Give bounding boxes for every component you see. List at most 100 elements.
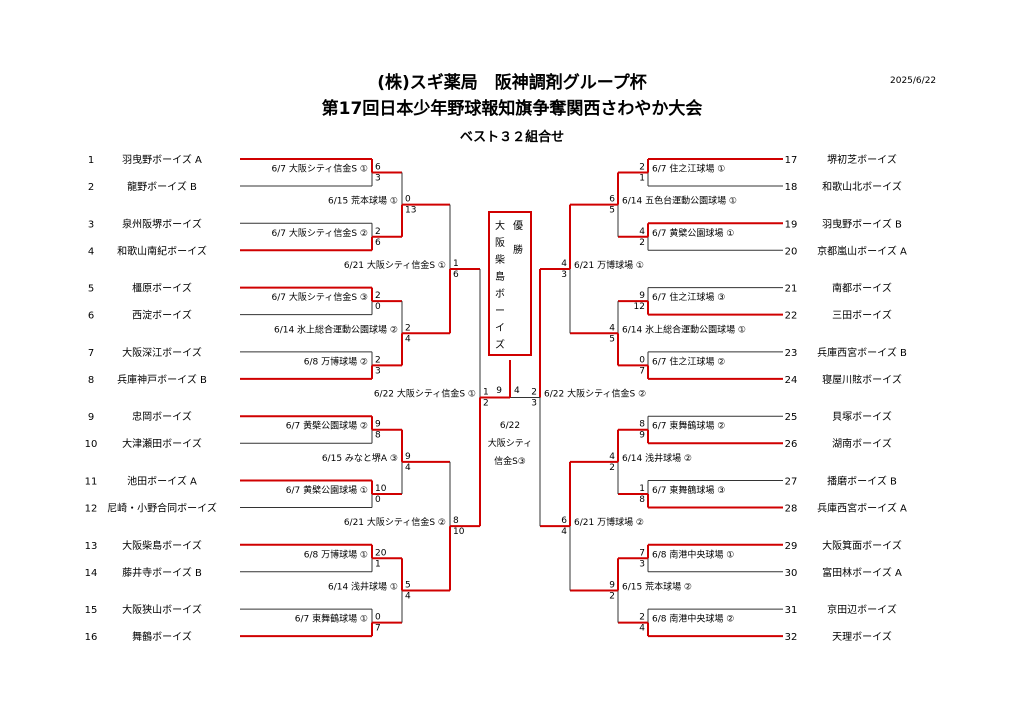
match-venue: 6/14 氷上総合運動公園球場 ①	[622, 323, 746, 335]
team-name: 尼崎・小野合同ボーイズ	[107, 502, 217, 515]
team-name: 大阪箕面ボーイズ	[822, 539, 902, 552]
match-venue: 6/15 荒本球場 ②	[622, 580, 692, 592]
match-venue: 6/7 黄檗公園球場 ①	[286, 484, 368, 496]
score: 9	[405, 452, 411, 462]
team-number: 28	[785, 504, 798, 515]
team-name: 大阪柴島ボーイズ	[122, 539, 202, 552]
score: 9	[639, 291, 645, 301]
score: 4	[609, 323, 615, 333]
team-name: 堺初芝ボーイズ	[827, 153, 897, 166]
date-label: 2025/6/22	[890, 76, 937, 86]
score: 4	[405, 463, 411, 473]
team-number: 8	[88, 375, 94, 386]
team-name: 富田林ボーイズ A	[822, 566, 902, 579]
score: 5	[609, 206, 615, 216]
match-venue: 6/21 万博球場 ②	[574, 516, 644, 528]
match-venue: 6/14 五色台運動公園球場 ①	[622, 195, 737, 207]
champion-label-char: 優	[513, 219, 523, 232]
team-name: 湖南ボーイズ	[832, 437, 892, 450]
team-name: 橿原ボーイズ	[132, 282, 192, 295]
team-number: 16	[85, 632, 98, 643]
final-venue: 大阪シティ	[488, 437, 532, 449]
match-venue: 6/7 東舞鶴球場 ③	[652, 484, 725, 496]
team-name: 忠岡ボーイズ	[132, 410, 192, 423]
match-venue: 6/8 万博球場 ①	[304, 548, 368, 560]
score: 13	[405, 206, 416, 216]
team-name: 寝屋川䝮ボーイズ	[822, 373, 902, 386]
match-venue: 6/7 東舞鶴球場 ①	[295, 613, 368, 625]
match-venue: 6/7 東舞鶴球場 ②	[652, 420, 725, 432]
score: 1	[375, 559, 381, 569]
team-number: 24	[785, 375, 798, 386]
score: 4	[561, 259, 567, 269]
team-number: 22	[785, 311, 798, 322]
team-name: 兵庫神戸ボーイズ B	[117, 373, 207, 386]
score: 12	[634, 302, 645, 312]
match-venue: 6/7 住之江球場 ③	[652, 291, 725, 303]
team-number: 25	[785, 412, 798, 423]
score: 4	[405, 591, 411, 601]
team-number: 27	[785, 477, 798, 488]
team-name: 和歌山南紀ボーイズ	[117, 244, 207, 257]
match-venue: 6/15 荒本球場 ①	[328, 195, 398, 207]
score: 2	[639, 163, 645, 173]
score: 7	[375, 624, 381, 634]
score: 2	[531, 388, 537, 398]
team-name: 泉州阪堺ボーイズ	[122, 217, 202, 230]
match-venue: 6/21 大阪シティ信金S ②	[344, 516, 446, 528]
team-number: 21	[785, 284, 798, 295]
score: 10	[375, 484, 387, 494]
team-number: 11	[85, 477, 98, 488]
match-venue: 6/7 大阪シティ信金S ②	[272, 227, 368, 239]
final-venue: 6/22	[500, 421, 520, 431]
score: 8	[639, 420, 645, 430]
score: 5	[609, 334, 615, 344]
match-venue: 6/14 浅井球場 ②	[622, 452, 692, 464]
team-name: 播磨ボーイズ B	[827, 475, 897, 488]
team-number: 29	[785, 541, 798, 552]
score: 6	[561, 516, 567, 526]
tournament-subtitle: 第17回日本少年野球報知旗争奪関西さわやか大会	[321, 99, 703, 119]
team-number: 4	[88, 246, 94, 257]
score: 4	[639, 624, 645, 634]
score: 9	[609, 580, 615, 590]
team-number: 32	[785, 632, 798, 643]
team-name: 大阪狭山ボーイズ	[122, 603, 202, 616]
champion-team-char: 阪	[495, 236, 505, 249]
team-name: 大津瀬田ボーイズ	[122, 437, 202, 450]
score: 2	[609, 591, 615, 601]
match-venue: 6/7 黄檗公園球場 ②	[286, 420, 368, 432]
score: 6	[375, 163, 381, 173]
score: 2	[375, 227, 381, 237]
score: 0	[405, 195, 411, 205]
score: 8	[453, 516, 459, 526]
score: 9	[375, 420, 381, 430]
champion-team-char: 島	[495, 270, 505, 283]
team-number: 10	[85, 439, 98, 450]
score: 0	[375, 302, 381, 312]
team-name: 西淀ボーイズ	[132, 309, 192, 322]
team-number: 23	[785, 348, 798, 359]
team-number: 30	[785, 568, 798, 579]
match-venue: 6/15 みなと堺A ③	[322, 452, 398, 464]
team-name: 羽曳野ボーイズ B	[822, 217, 902, 230]
match-venue: 6/7 大阪シティ信金S ①	[272, 163, 368, 175]
champion-team-char: イ	[495, 323, 505, 334]
team-name: 舞鶴ボーイズ	[132, 630, 192, 643]
team-name: 池田ボーイズ A	[127, 475, 197, 488]
team-name: 和歌山北ボーイズ	[822, 180, 902, 193]
team-number: 1	[88, 155, 94, 166]
score: 1	[483, 388, 489, 398]
team-number: 12	[85, 504, 98, 515]
score: 2	[375, 355, 381, 365]
team-number: 9	[88, 412, 94, 423]
score: 4	[639, 227, 645, 237]
match-venue: 6/8 南港中央球場 ②	[652, 613, 734, 625]
score: 9	[639, 431, 645, 441]
score: 4	[405, 334, 411, 344]
team-name: 京田辺ボーイズ	[827, 603, 897, 616]
champion-team-char: 柴	[495, 253, 505, 266]
team-name: 兵庫西宮ボーイズ A	[817, 502, 907, 515]
score: 0	[375, 613, 381, 623]
